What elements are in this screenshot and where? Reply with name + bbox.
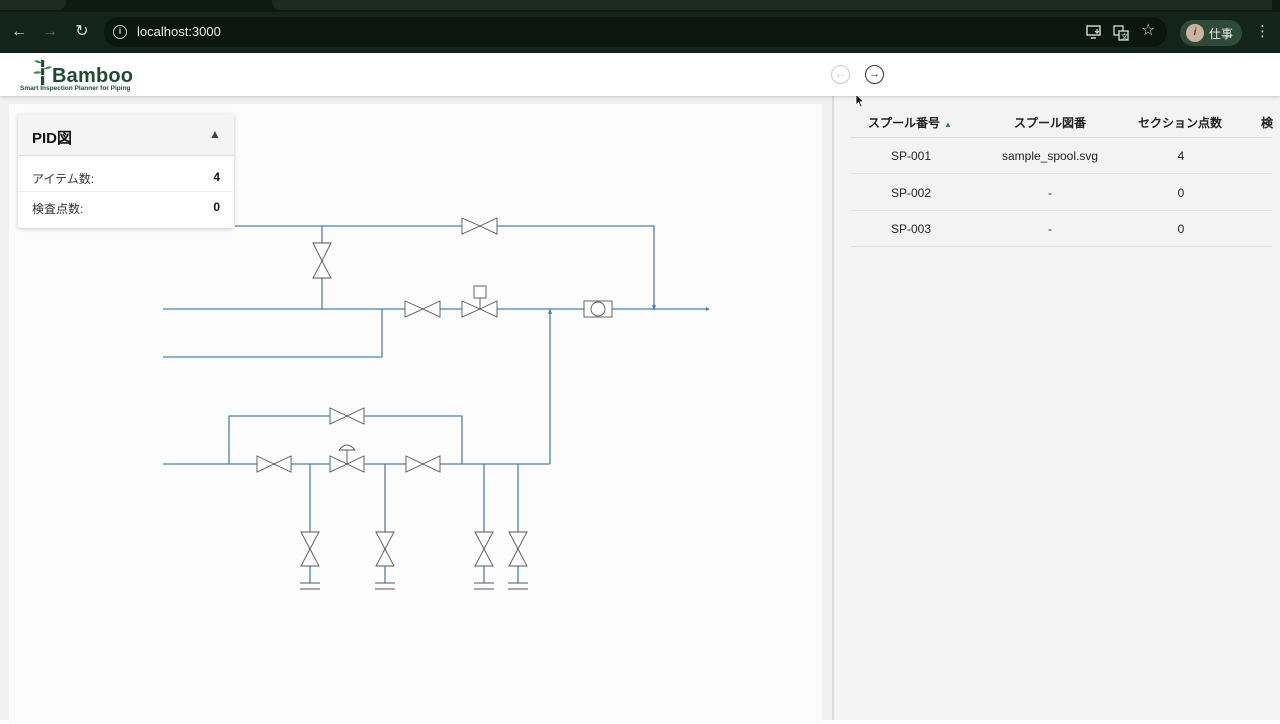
browser-tab[interactable] — [0, 0, 66, 10]
history-forward-button[interactable]: → — [865, 65, 884, 84]
info-row-label: 検査点数: — [32, 202, 84, 216]
info-row-items: アイテム数: 4 — [18, 162, 234, 192]
bamboo-logo-icon — [33, 60, 52, 85]
pid-diagram[interactable] — [0, 0, 833, 720]
pipe-line[interactable] — [228, 415, 463, 464]
column-header-sections[interactable]: セクション点数 — [1138, 116, 1223, 130]
avatar: i — [1186, 24, 1204, 42]
address-url[interactable]: localhost:3000 — [137, 24, 221, 39]
address-bar[interactable]: i localhost:3000 — [104, 17, 1167, 47]
gate-valve-icon[interactable] — [405, 455, 441, 473]
gate-valve-icon[interactable] — [312, 242, 332, 279]
profile-name: 仕事 — [1209, 27, 1234, 41]
cell-spool-no: SP-003 — [890, 222, 932, 236]
info-row-inspection-points: 検査点数: 0 — [18, 192, 234, 222]
reload-icon[interactable]: ↻ — [75, 23, 89, 40]
mouse-cursor-icon — [855, 93, 865, 108]
history-back-button[interactable]: ← — [831, 65, 850, 84]
pid-info-card-title: PID図 — [32, 130, 73, 147]
cell-drawing: - — [1048, 186, 1052, 200]
info-row-value: 0 — [213, 200, 220, 214]
column-header-truncated[interactable]: 検 — [1261, 116, 1274, 130]
sort-ascending-icon[interactable]: ▲ — [944, 120, 952, 129]
logo-wordmark: Bamboo — [52, 65, 134, 87]
forward-icon[interactable]: → — [42, 23, 58, 40]
collapse-toggle-icon[interactable]: ▲ — [209, 127, 221, 141]
column-header-spool-no[interactable]: スプール番号▲ — [868, 114, 952, 131]
flow-arrow-icon — [706, 307, 710, 311]
gate-valve-icon[interactable] — [329, 407, 365, 425]
flow-meter-icon[interactable] — [583, 300, 613, 318]
pid-info-card-header[interactable]: PID図 ▲ — [18, 114, 234, 156]
cell-drawing: - — [1048, 222, 1052, 236]
pipe-line[interactable] — [235, 225, 655, 309]
spool-pane — [834, 96, 1280, 720]
logo-tagline: Smart Inspection Planner for Piping — [20, 85, 131, 92]
drain-valve-icon[interactable] — [300, 531, 320, 567]
cell-drawing: sample_spool.svg — [1001, 149, 1099, 163]
install-app-icon[interactable] — [1086, 25, 1102, 42]
pipe-line[interactable] — [163, 309, 383, 358]
cell-sections: 4 — [1177, 149, 1185, 163]
gate-valve-icon[interactable] — [256, 455, 292, 473]
cell-spool-no: SP-001 — [890, 149, 932, 163]
column-header-label: スプール番号 — [868, 116, 941, 130]
table-row[interactable]: SP-002 - 0 — [851, 175, 1272, 211]
gate-valve-icon[interactable] — [404, 300, 441, 318]
site-info-icon[interactable]: i — [113, 25, 127, 39]
bookmark-star-icon[interactable]: ☆ — [1141, 22, 1156, 39]
flow-arrow-icon — [652, 305, 656, 311]
table-row[interactable]: SP-001 sample_spool.svg 4 — [851, 138, 1272, 174]
drain-valve-icon[interactable] — [474, 531, 494, 567]
diaphragm-actuator-icon — [338, 444, 356, 451]
app-header: Bamboo Smart Inspection Planner for Pipi… — [0, 53, 1280, 96]
more-menu-icon[interactable]: ⋮ — [1255, 23, 1270, 40]
gate-valve-icon[interactable] — [461, 217, 498, 235]
actuator-box-icon — [473, 285, 487, 299]
info-row-value: 4 — [213, 170, 220, 184]
translate-icon[interactable]: 文 — [1113, 25, 1129, 44]
pid-info-card: PID図 ▲ アイテム数: 4 検査点数: 0 — [18, 114, 234, 228]
control-valve-icon[interactable] — [461, 300, 498, 318]
drain-valve-icon[interactable] — [375, 531, 395, 567]
browser-toolbar: ← → ↻ i localhost:3000 文 ☆ i 仕事 ⋮ — [0, 12, 1280, 53]
cell-spool-no: SP-002 — [890, 186, 932, 200]
cell-sections: 0 — [1177, 186, 1185, 200]
spool-table-header: スプール番号▲ スプール図番 セクション点数 検 — [851, 105, 1274, 138]
flow-arrow-icon — [548, 308, 552, 314]
table-row[interactable]: SP-003 - 0 — [851, 211, 1272, 247]
info-row-label: アイテム数: — [32, 172, 95, 186]
browser-tab-strip — [0, 0, 1280, 12]
back-icon[interactable]: ← — [11, 23, 27, 40]
svg-text:文: 文 — [1121, 32, 1128, 41]
column-header-drawing[interactable]: スプール図番 — [1014, 116, 1087, 130]
profile-chip[interactable]: i 仕事 — [1180, 20, 1242, 46]
cell-sections: 0 — [1177, 222, 1185, 236]
pane-splitter[interactable] — [832, 96, 834, 720]
browser-tab-active[interactable] — [272, 0, 1272, 10]
drain-valve-icon[interactable] — [508, 531, 528, 567]
